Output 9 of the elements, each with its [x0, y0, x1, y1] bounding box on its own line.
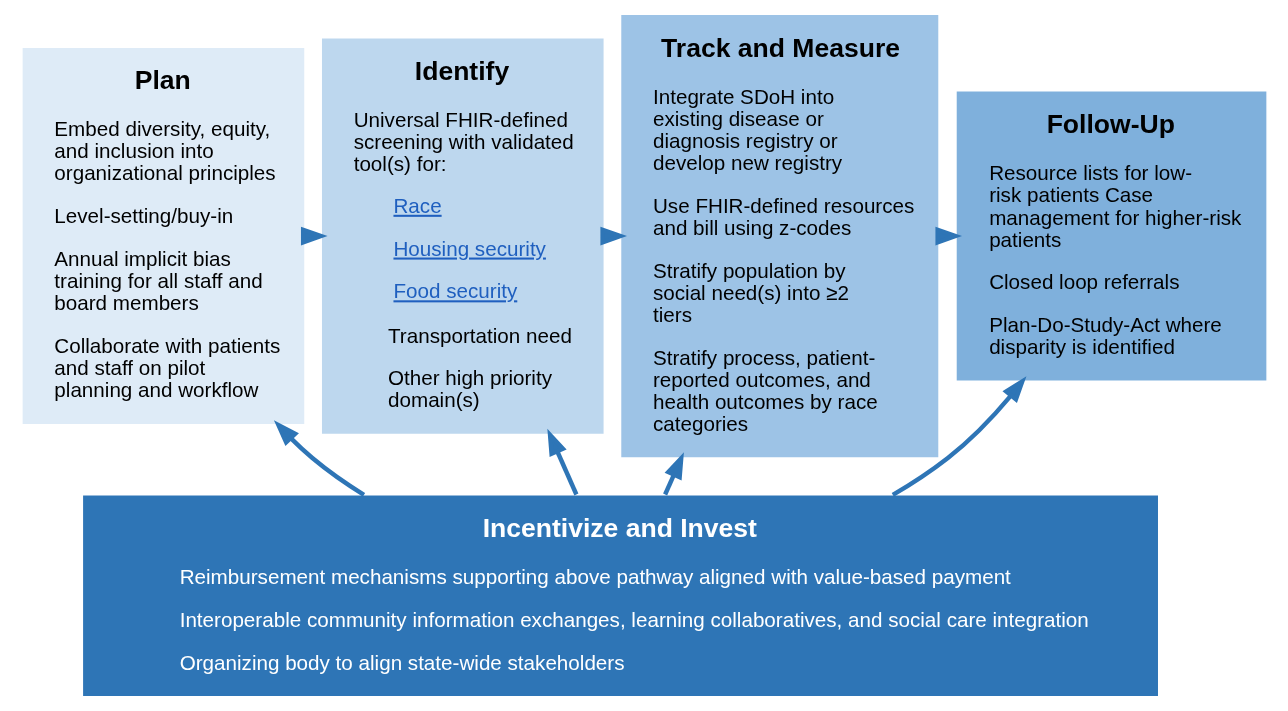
arrow: [273, 420, 365, 497]
node-box: Follow-Up Resource lists for low-risk patients Case management for higher-risk patients Closed loop referrals Plan-Do-Study-Act where disparity is identified: [954, 90, 1268, 383]
arrow: [891, 376, 1026, 497]
arrow: [599, 226, 627, 246]
node-box: Incentivize and Invest Reimbursement mechanisms supporting above pathway aligned with value-based payment Interoperable community information exchanges, learning collaboratives, and social care integration Organizing body to align state-wide stakeholders: [81, 494, 1159, 698]
arrow: [300, 226, 328, 246]
arrow: [662, 452, 684, 496]
arrow: [934, 226, 962, 246]
arrow: [546, 428, 578, 496]
